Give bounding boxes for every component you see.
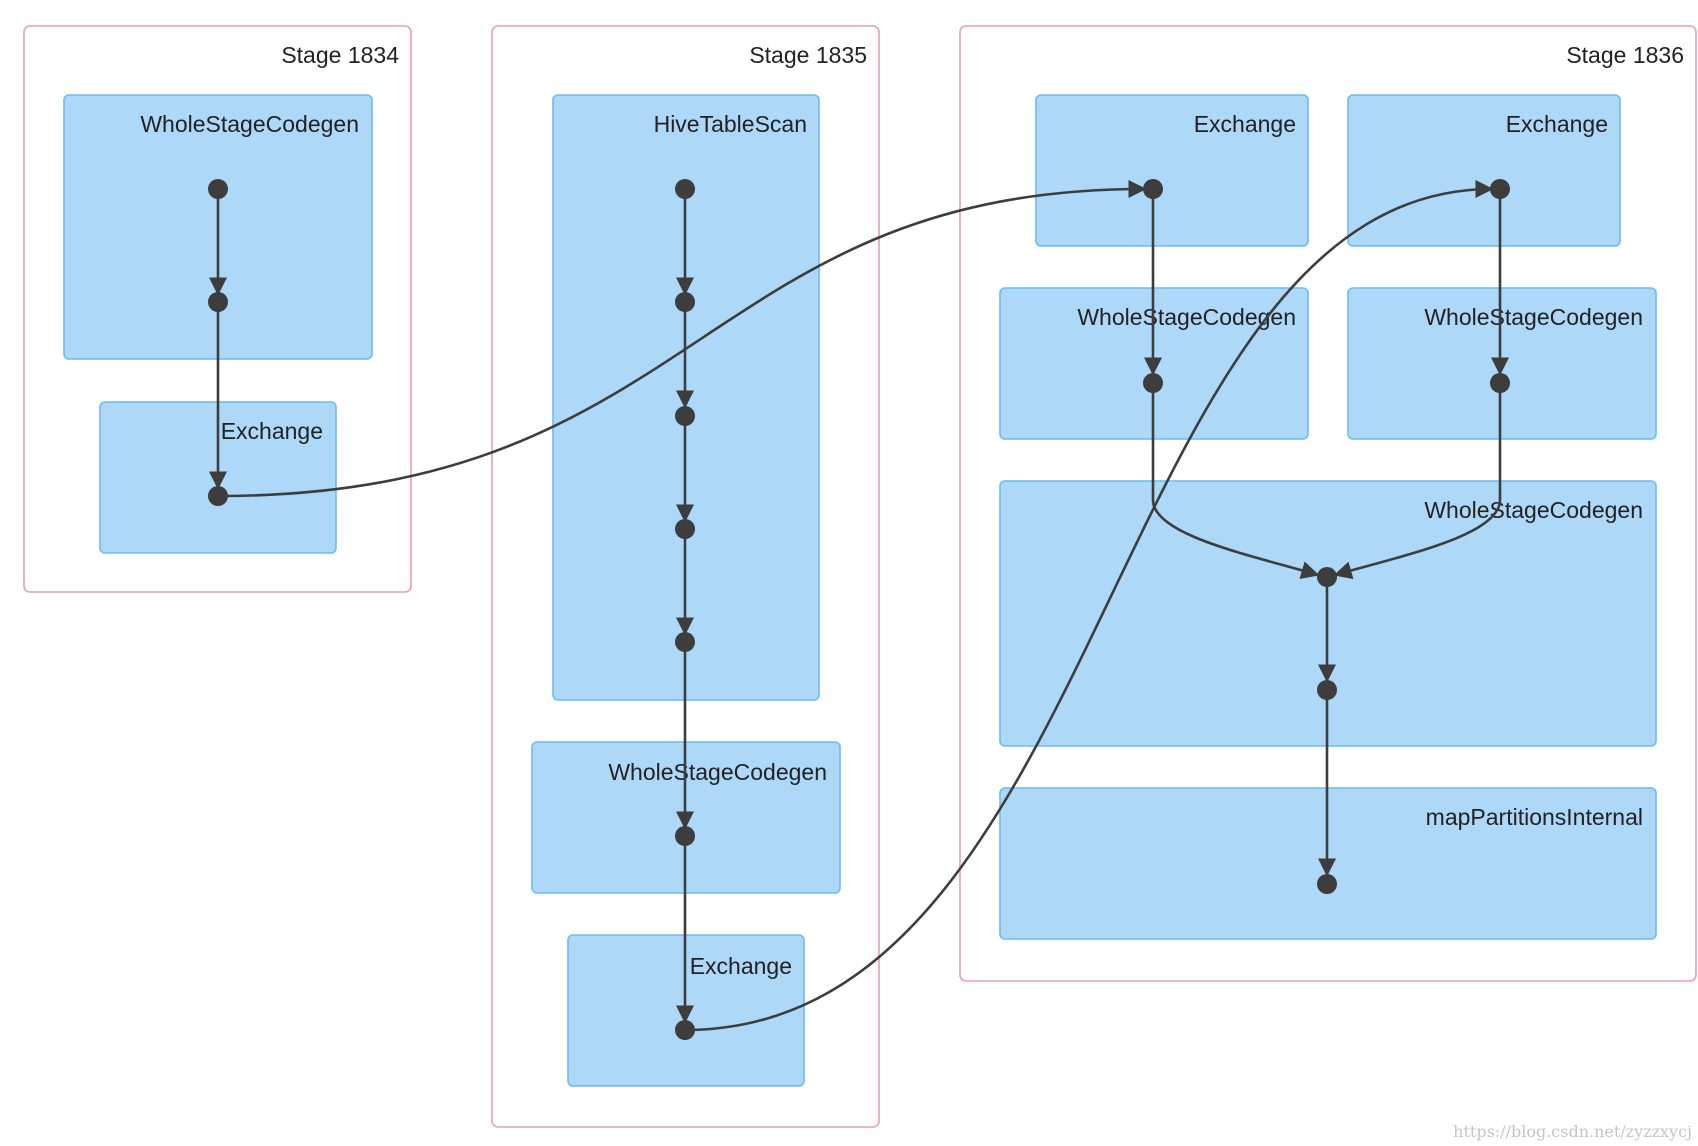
rdd-node[interactable] bbox=[1317, 680, 1337, 700]
rdd-node[interactable] bbox=[208, 486, 228, 506]
rdd-node[interactable] bbox=[1490, 373, 1510, 393]
nodes bbox=[208, 179, 1510, 1040]
rdd-node[interactable] bbox=[208, 292, 228, 312]
rdd-node[interactable] bbox=[208, 179, 228, 199]
cluster-label: WholeStageCodegen bbox=[1077, 304, 1296, 330]
edge bbox=[1333, 383, 1502, 580]
cluster-label: mapPartitionsInternal bbox=[1426, 804, 1643, 830]
cluster-label: WholeStageCodegen bbox=[608, 759, 827, 785]
rdd-node[interactable] bbox=[1317, 874, 1337, 894]
stage-1836-label: Stage 1836 bbox=[1566, 42, 1684, 68]
cluster-label: Exchange bbox=[1194, 111, 1296, 137]
rdd-node[interactable] bbox=[1490, 179, 1510, 199]
cluster-label: HiveTableScan bbox=[654, 111, 807, 137]
cluster-exchange-right[interactable]: Exchange bbox=[1347, 94, 1621, 247]
rdd-node[interactable] bbox=[1143, 179, 1163, 199]
rdd-node[interactable] bbox=[675, 826, 695, 846]
edge bbox=[1151, 383, 1320, 580]
stage-1834-label: Stage 1834 bbox=[281, 42, 399, 68]
cluster-label: WholeStageCodegen bbox=[140, 111, 359, 137]
cluster-box bbox=[1347, 94, 1621, 247]
cluster-label: WholeStageCodegen bbox=[1424, 497, 1643, 523]
rdd-node[interactable] bbox=[675, 406, 695, 426]
cluster-label: Exchange bbox=[690, 953, 792, 979]
cluster-label: Exchange bbox=[1506, 111, 1608, 137]
stage-1835-label: Stage 1835 bbox=[749, 42, 867, 68]
rdd-node[interactable] bbox=[1143, 373, 1163, 393]
cluster-box bbox=[1035, 94, 1309, 247]
edge bbox=[217, 179, 1147, 498]
rdd-node[interactable] bbox=[675, 519, 695, 539]
cluster-label: Exchange bbox=[221, 418, 323, 444]
rdd-node[interactable] bbox=[675, 292, 695, 312]
edge bbox=[684, 179, 1494, 1032]
watermark-text: https://blog.csdn.net/zyzzxycj bbox=[1453, 1122, 1692, 1141]
rdd-node[interactable] bbox=[1317, 567, 1337, 587]
edges bbox=[208, 179, 1510, 1032]
rdd-node[interactable] bbox=[675, 1020, 695, 1040]
rdd-node[interactable] bbox=[675, 179, 695, 199]
rdd-node[interactable] bbox=[675, 632, 695, 652]
cluster-label: WholeStageCodegen bbox=[1424, 304, 1643, 330]
cluster-exchange-left[interactable]: Exchange bbox=[1035, 94, 1309, 247]
cluster-wholestagecodegen-right[interactable]: WholeStageCodegen bbox=[1347, 287, 1657, 440]
